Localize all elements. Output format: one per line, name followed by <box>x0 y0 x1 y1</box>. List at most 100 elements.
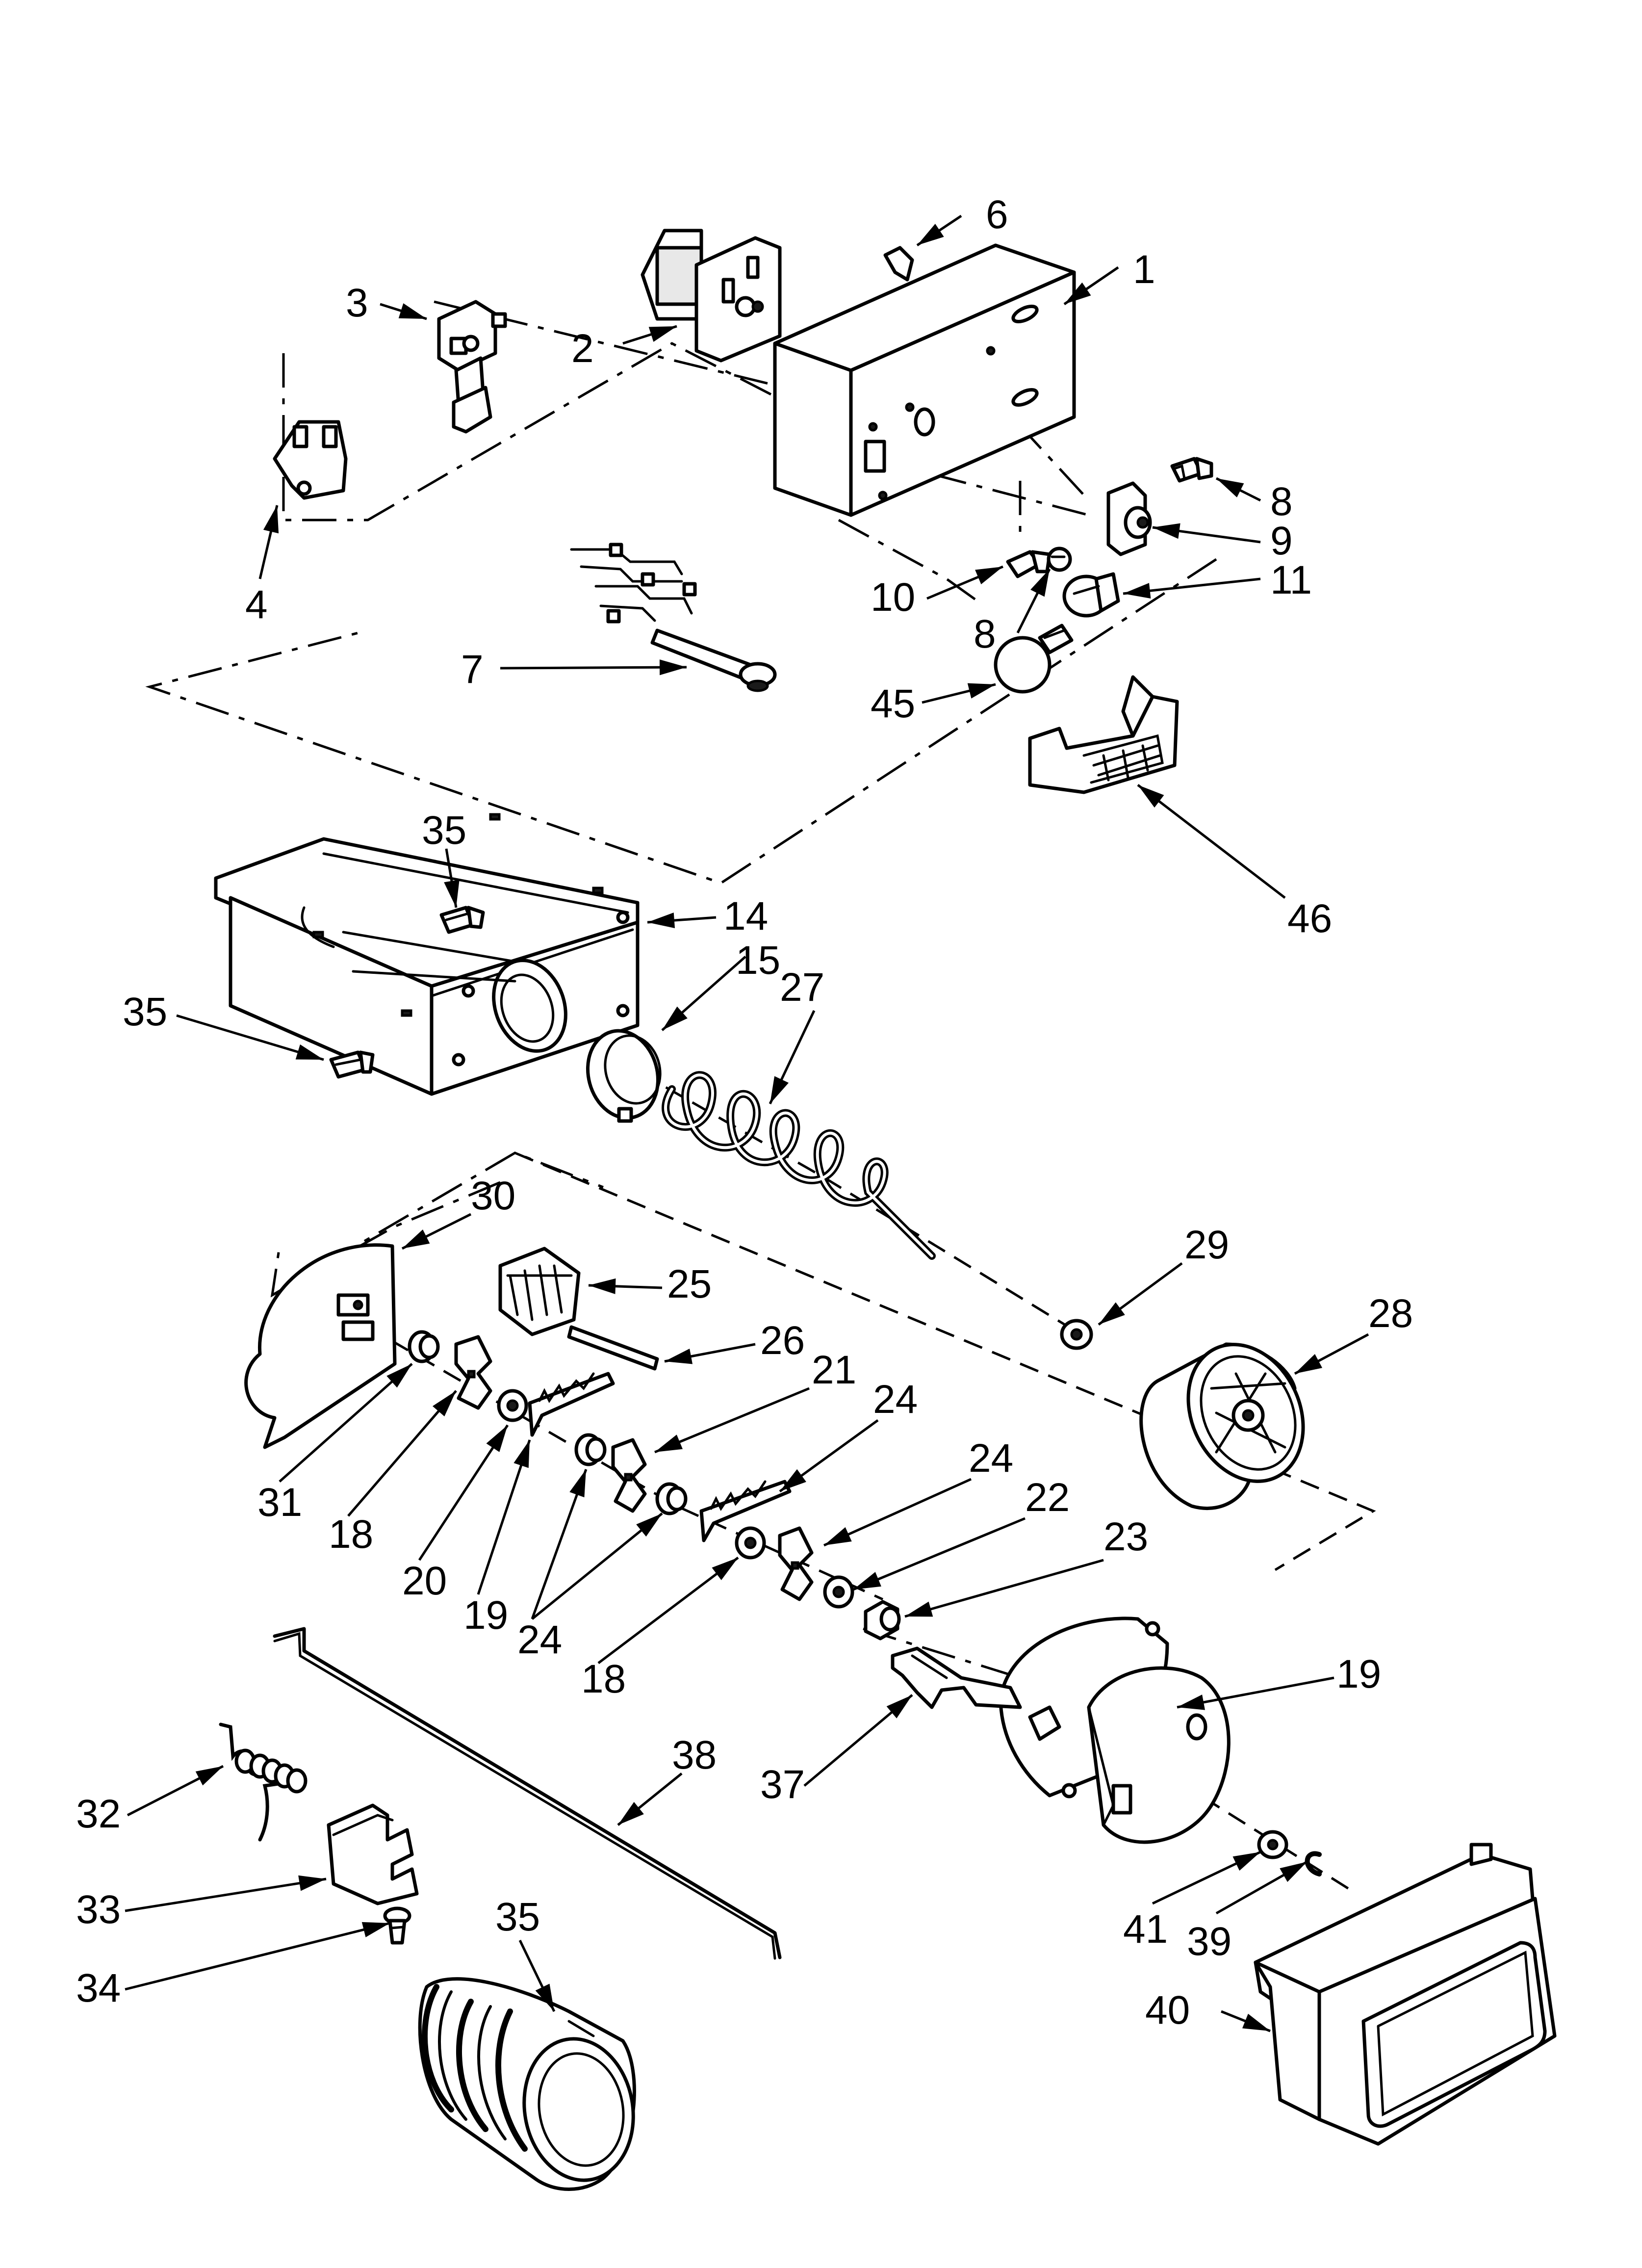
arrowhead-c24a <box>780 1469 806 1491</box>
arrowhead-c35b <box>295 1044 324 1060</box>
part-spacer-18c <box>655 1482 688 1515</box>
arrowhead-c19a <box>486 1425 508 1452</box>
callout-18b: 24 <box>517 1617 562 1662</box>
callout-10: 10 <box>871 575 915 620</box>
callout-39: 41 <box>1123 1907 1168 1952</box>
part-screw-35a <box>439 906 485 934</box>
callout-41: 35 <box>495 1895 540 1939</box>
leader-line-c46 <box>1137 784 1286 899</box>
arrowhead-c8b <box>1030 569 1050 597</box>
part-crusher-blade-20 <box>454 1335 492 1410</box>
part-crusher-block <box>498 1247 581 1336</box>
arrowhead-c14 <box>647 912 675 929</box>
callout-23: 22 <box>1025 1475 1070 1520</box>
part-crusher-housing-front <box>244 1243 397 1449</box>
callout-3: 3 <box>346 281 368 325</box>
part-screw-8b <box>1047 547 1072 572</box>
arrowhead-c26 <box>665 1349 693 1364</box>
callout-18a: 31 <box>257 1480 302 1525</box>
callout-26: 26 <box>760 1318 805 1363</box>
part-motor-cover <box>1254 1843 1557 2146</box>
part-control-box <box>773 243 1076 517</box>
leader-arrows <box>125 214 1369 2033</box>
arrowhead-c38 <box>886 1695 912 1719</box>
callout-9: 9 <box>1270 519 1293 563</box>
part-screw-35b <box>329 1050 375 1079</box>
leader-line-c18b-2 <box>531 1512 663 1620</box>
arrowhead-c7 <box>659 659 687 676</box>
leader-line-c34 <box>125 1877 327 1912</box>
callout-29: 29 <box>1184 1223 1229 1267</box>
arrowhead-c35c <box>361 1922 390 1937</box>
part-solenoid-bracket <box>273 420 348 500</box>
part-light-bulb <box>994 624 1074 694</box>
part-ice-bin <box>214 813 640 1096</box>
arrowhead-c23 <box>853 1572 881 1590</box>
callout-4: 4 <box>245 582 268 627</box>
leader-line-c20 <box>347 1390 457 1517</box>
arrowhead-c33 <box>195 1766 223 1786</box>
arrowhead-c32 <box>618 1801 644 1825</box>
arrowhead-c20 <box>432 1391 456 1417</box>
callout-15: 15 <box>736 938 780 983</box>
part-bracket-34 <box>327 1803 419 1905</box>
part-washer-29 <box>1060 1319 1093 1350</box>
part-nut-31 <box>864 1600 901 1641</box>
arrowhead-c27 <box>770 1076 789 1104</box>
part-screw-35c <box>383 1906 411 1945</box>
leader-line-c23 <box>853 1517 1026 1591</box>
arrowhead-c31 <box>905 1601 933 1617</box>
callout-11: 11 <box>1270 558 1312 602</box>
callout-38: 37 <box>760 1762 805 1807</box>
callout-8b: 8 <box>974 612 996 656</box>
arrowhead-c9 <box>1153 523 1180 539</box>
part-light-shield <box>1028 675 1179 794</box>
callout-8a: 8 <box>1270 479 1293 524</box>
arrowhead-c22 <box>824 1527 852 1545</box>
arrowhead-c28 <box>1295 1354 1323 1374</box>
arrowhead-c24b <box>513 1440 530 1468</box>
callout-2: 2 <box>571 326 594 371</box>
part-auger-spiral <box>662 1071 936 1260</box>
callout-33: 32 <box>76 1792 121 1836</box>
leader-line-c21 <box>654 1387 810 1454</box>
callout-24b: 19 <box>463 1593 508 1638</box>
part-screw-8a <box>1170 457 1213 483</box>
callout-21: 21 <box>812 1348 856 1392</box>
leader-line-c7 <box>500 666 687 670</box>
arrowhead-c34 <box>298 1875 326 1891</box>
arrowhead-c37 <box>1177 1694 1206 1710</box>
part-washer-19b <box>735 1526 766 1560</box>
callout-32: 38 <box>672 1733 717 1777</box>
callout-35c: 34 <box>76 1966 121 2010</box>
leader-line-c19b <box>597 1557 739 1664</box>
leader-line-c35c <box>125 1922 390 1991</box>
part-coupler <box>418 1977 636 2191</box>
part-screw-10 <box>1006 550 1052 578</box>
callout-35a: 35 <box>422 808 466 853</box>
part-crusher-shaft <box>567 1325 659 1371</box>
callout-34: 33 <box>76 1887 121 1932</box>
callout-44: 40 <box>1145 1988 1190 2033</box>
arrowhead-c44 <box>1242 2013 1270 2031</box>
callout-27: 27 <box>780 965 824 1010</box>
part-washer-23 <box>823 1575 854 1609</box>
part-light-switch <box>1106 481 1152 556</box>
arrowhead-c35a <box>444 880 460 908</box>
arrowhead-c1 <box>1064 282 1091 304</box>
arrowhead-c3 <box>398 303 427 319</box>
callout-30: 30 <box>471 1173 515 1218</box>
callout-37: 19 <box>1336 1652 1381 1696</box>
part-crusher-housing <box>1139 1342 1305 1511</box>
part-e-ring-40 <box>1305 1851 1322 1877</box>
leader-line-c31 <box>904 1559 1104 1618</box>
part-crusher-blade-21 <box>611 1438 647 1513</box>
callout-20: 18 <box>329 1512 373 1557</box>
leader-line-c24b <box>477 1439 531 1595</box>
callout-35b: 35 <box>123 990 167 1034</box>
callout-40: 39 <box>1187 1919 1232 1964</box>
callout-19a: 20 <box>402 1559 447 1603</box>
part-bearing <box>586 1029 662 1123</box>
part-wire-clip <box>883 246 914 282</box>
part-lamp-socket <box>1062 572 1120 618</box>
